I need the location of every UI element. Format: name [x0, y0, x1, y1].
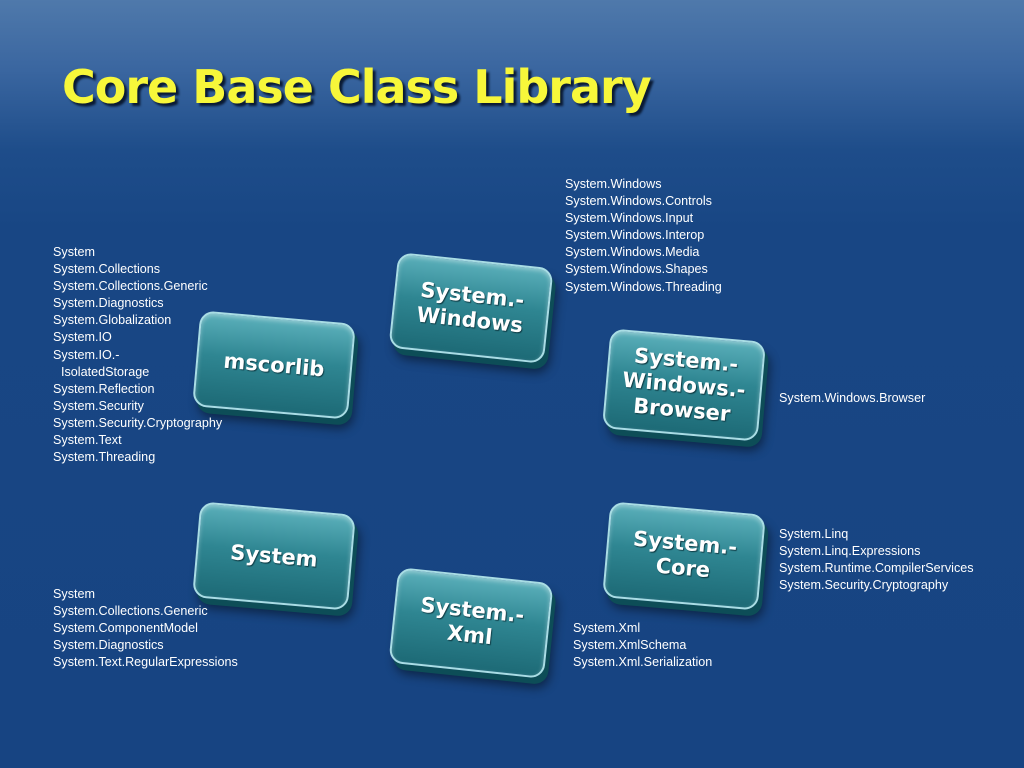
list-system-windows-browser-namespaces: System.Windows.Browser	[779, 390, 925, 407]
list-item: System.Globalization	[53, 313, 172, 328]
list-item: System.Xml	[573, 621, 641, 635]
list-item: System.Windows.Browser	[779, 391, 926, 405]
tile-system-windows: System.- Windows	[388, 252, 554, 364]
tile-system-core: System.- Core	[602, 501, 766, 611]
list-item: System.Security.Cryptography	[53, 415, 223, 430]
list-system-core-namespaces: System.Linq System.Linq.Expressions Syst…	[779, 526, 974, 594]
list-item: System.Linq	[779, 527, 849, 541]
list-item: System.Reflection	[53, 381, 155, 396]
list-item: System.Security	[53, 398, 144, 413]
list-item: System.Diagnostics	[53, 296, 164, 311]
list-system-windows-namespaces: System.Windows System.Windows.Controls S…	[565, 176, 722, 296]
list-item: System.XmlSchema	[573, 638, 687, 653]
tile-label: mscorlib	[222, 348, 326, 381]
list-item: System.IO.-	[53, 347, 120, 362]
list-item: System.Linq.Expressions	[779, 544, 921, 559]
list-item: System.Text	[53, 433, 122, 448]
list-item: System.Xml.Serialization	[573, 655, 713, 670]
tile-label: System.- Windows	[415, 278, 526, 339]
list-item: System.Windows.Interop	[565, 228, 705, 243]
list-item: System.Threading	[53, 450, 156, 465]
list-item: System.ComponentModel	[53, 621, 198, 636]
list-item: System.Text.RegularExpressions	[53, 655, 238, 670]
list-item: System.Security.Cryptography	[779, 578, 949, 593]
tile-system-windows-browser: System.- Windows.- Browser	[601, 328, 767, 442]
slide-title: Core Base Class Library	[62, 60, 652, 114]
list-item: System.Windows.Shapes	[565, 262, 708, 277]
list-item: System.Runtime.CompilerServices	[779, 561, 974, 576]
list-system-namespaces: System System.Collections.Generic System…	[53, 586, 238, 671]
tile-label: System.- Windows.- Browser	[619, 342, 748, 427]
list-item: System.Windows.Controls	[565, 194, 712, 209]
list-item: IsolatedStorage	[61, 364, 150, 379]
list-item: System.Windows.Input	[565, 211, 694, 226]
tile-system-xml: System.- Xml	[388, 567, 554, 679]
tile-label: System.- Core	[630, 527, 738, 586]
list-item: System.Collections.Generic	[53, 279, 208, 294]
tile-label: System	[229, 539, 319, 572]
list-item: System.Collections	[53, 262, 161, 277]
list-item: System.Windows	[565, 177, 662, 191]
list-item: System.IO	[53, 330, 112, 345]
list-item: System.Diagnostics	[53, 638, 164, 653]
list-item: System	[53, 587, 95, 601]
tile-label: System.- Xml	[417, 593, 525, 654]
list-item: System.Windows.Media	[565, 245, 700, 260]
list-mscorlib-namespaces: System System.Collections System.Collect…	[53, 244, 222, 466]
list-item: System	[53, 245, 95, 259]
list-system-xml-namespaces: System.Xml System.XmlSchema System.Xml.S…	[573, 620, 712, 671]
list-item: System.Collections.Generic	[53, 604, 208, 619]
list-item: System.Windows.Threading	[565, 279, 722, 294]
